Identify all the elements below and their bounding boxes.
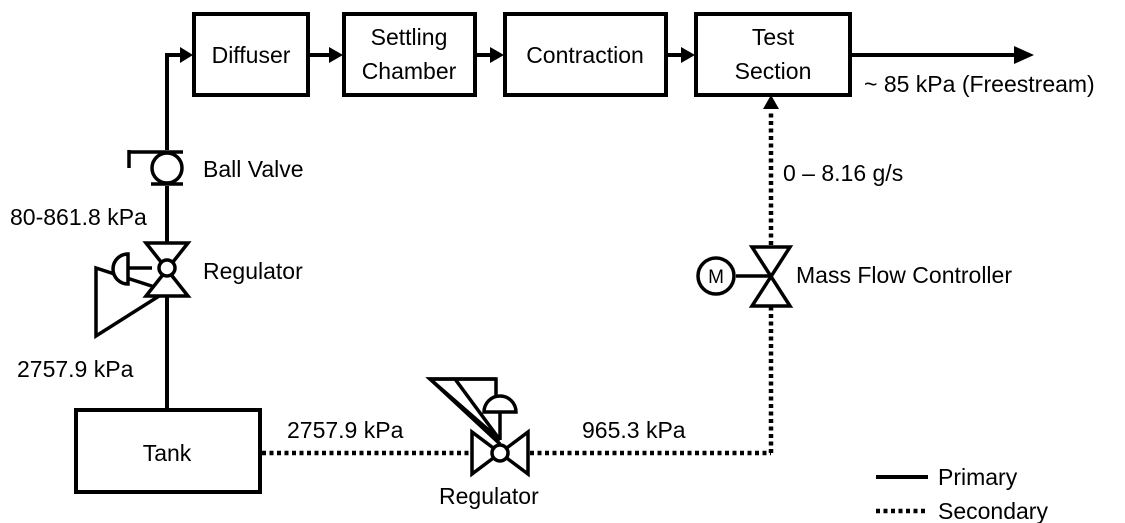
regulator-outlet-pressure-label: 80-861.8 kPa [10,204,147,230]
diffuser-label: Diffuser [212,42,291,68]
arrow-into-test-bottom [763,95,779,109]
secondary-regulator-label: Regulator [439,483,539,509]
settling-chamber-label-line1: Settling [371,24,448,50]
mass-flow-controller-icon: M [696,245,794,308]
primary-lines [165,53,1016,408]
tank-pressure-secondary-label: 2757.9 kPa [287,417,404,443]
tank-block: Tank [74,408,262,494]
secondary-regulator-icon [425,377,530,478]
arrowheads [180,46,1034,109]
mass-flow-controller-label: Mass Flow Controller [796,262,1012,288]
test-section-block: Test Section [694,12,852,97]
arrow-into-test [681,47,695,63]
settling-chamber-label-line2: Chamber [362,58,457,84]
freestream-label: ~ 85 kPa (Freestream) [864,71,1095,97]
arrow-freestream-exit [1014,46,1034,64]
test-section-label-line1: Test [752,24,795,50]
contraction-block: Contraction [503,12,668,97]
legend: Primary Secondary [876,464,1048,523]
tank-pressure-primary-label: 2757.9 kPa [17,356,134,382]
test-section-label-line2: Section [735,58,812,84]
secondary-lines [262,110,774,456]
secondary-outlet-pressure-label: 965.3 kPa [582,417,686,443]
primary-regulator-label: Regulator [203,258,303,284]
arrow-into-contraction [490,47,504,63]
diffuser-block: Diffuser [192,12,310,97]
settling-chamber-block: Settling Chamber [342,12,477,97]
legend-secondary-label: Secondary [938,498,1048,523]
tank-label: Tank [143,440,192,466]
arrow-into-settling [329,47,343,63]
ball-valve-icon [127,150,184,186]
motor-symbol-label: M [708,267,724,288]
flow-range-label: 0 – 8.16 g/s [783,160,903,186]
primary-regulator-icon [94,241,192,340]
ball-valve-label: Ball Valve [203,156,304,182]
legend-primary-label: Primary [938,464,1018,490]
contraction-label: Contraction [526,42,644,68]
arrow-into-diffuser [180,47,193,63]
